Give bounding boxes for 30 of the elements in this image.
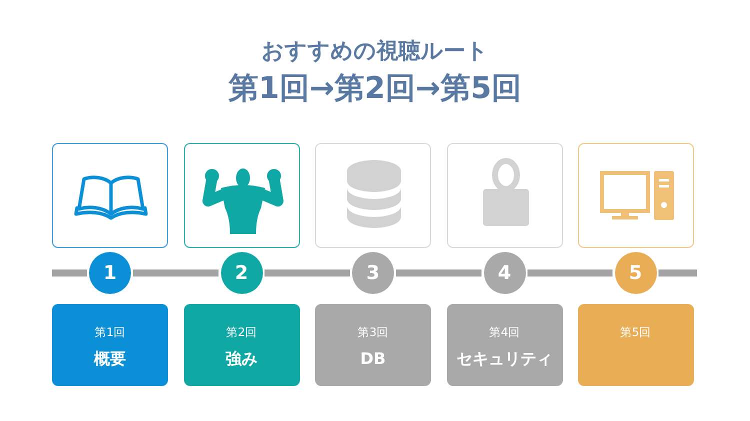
session-card [578,304,694,386]
session-number: 第2回 [226,325,258,340]
session-card [446,304,562,386]
icon-tile [315,143,431,248]
step-circle: 1 [89,252,131,294]
step-circle: 4 [484,252,526,294]
step-circle: 2 [220,252,262,294]
timeline-segment [396,270,482,276]
title: おすすめの視聴ルート [262,38,488,66]
timeline-segment [133,270,218,276]
step-circle: 5 [614,252,656,294]
session-card [52,304,168,386]
session-number: 第4回 [488,325,520,340]
icon-tile [52,143,168,248]
step-circle: 3 [352,252,394,294]
timeline-segment [264,270,350,276]
session-number: 第1回 [94,325,126,340]
session-title: 概要 [94,348,126,370]
session-card [184,304,300,386]
session-title: セキュリティ [456,348,552,370]
session-number: 第3回 [357,325,389,340]
session-title: 強み [226,348,258,370]
session-card [315,304,431,386]
timeline-segment [528,270,612,276]
icon-tile [184,143,300,248]
icon-tile [446,143,562,248]
icon-tile [578,143,694,248]
route-heading: 第1回→第2回→第5回 [228,70,522,108]
session-title: DB [360,348,386,370]
session-number: 第5回 [620,325,652,340]
